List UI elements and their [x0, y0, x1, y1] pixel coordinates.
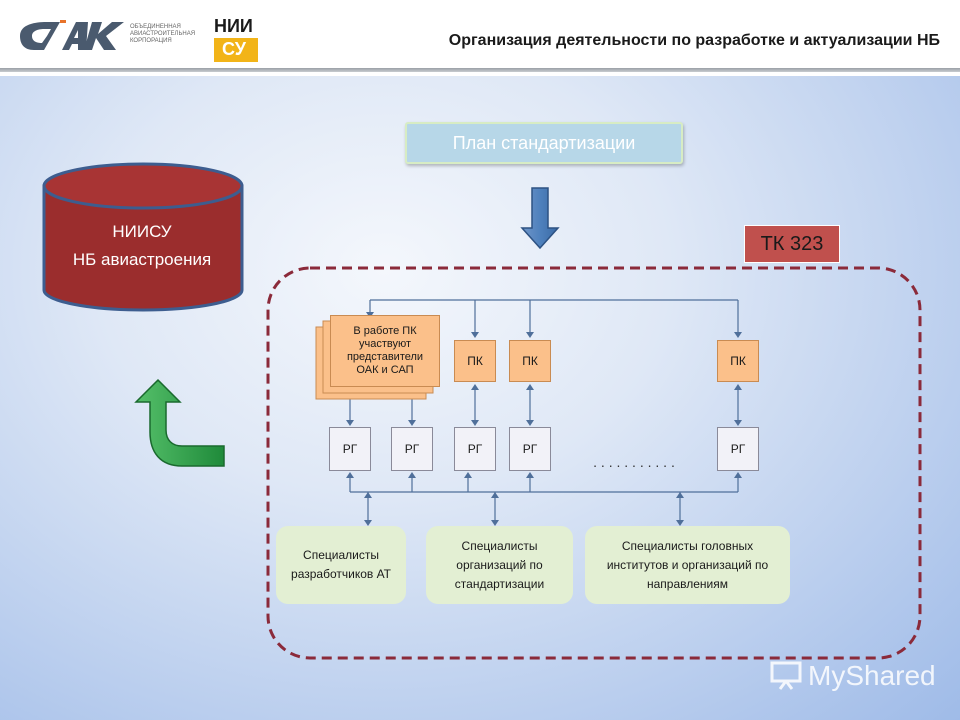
pk-box: ПК — [454, 340, 496, 382]
rg-box: РГ — [717, 427, 759, 471]
pk-box: ПК — [717, 340, 759, 382]
rg-box: РГ — [391, 427, 433, 471]
database-label-line2: НБ авиастроения — [72, 250, 212, 269]
database-label: НИИСУ НБ авиастроения — [42, 218, 242, 274]
bottom-arrowheads — [346, 472, 742, 526]
oak-logo — [16, 16, 128, 56]
arrow-down-icon — [520, 187, 560, 250]
nii-logo-block: СУ — [214, 38, 258, 62]
arrow-return-icon — [134, 378, 225, 467]
database-label-line1: НИИСУ — [112, 222, 172, 241]
database-cylinder-icon — [42, 162, 244, 312]
watermark: MyShared — [770, 658, 940, 694]
rg-box: РГ — [454, 427, 496, 471]
pk-box: ПК — [509, 340, 551, 382]
standardization-plan-box: План стандартизации — [405, 122, 683, 164]
tk-label-box: ТК 323 — [744, 225, 840, 263]
slide-header: ОБЪЕДИНЕННАЯ АВИАСТРОИТЕЛЬНАЯ КОРПОРАЦИЯ… — [0, 0, 960, 70]
specialists-institutes-box: Специалисты головных институтов и органи… — [585, 526, 790, 604]
nii-logo-text: НИИ — [214, 16, 253, 36]
tk-boundary — [266, 266, 922, 660]
nii-logo: НИИ СУ — [214, 16, 258, 62]
watermark-text: MyShared — [808, 660, 936, 691]
presentation-icon — [770, 661, 802, 690]
specialists-developers-box: Специалисты разработчиков АТ — [276, 526, 406, 604]
nii-logo-glyph: СУ — [222, 39, 246, 59]
bottom-connector-lines — [349, 474, 739, 524]
oak-logo-subtitle: ОБЪЕДИНЕННАЯ АВИАСТРОИТЕЛЬНАЯ КОРПОРАЦИЯ — [130, 24, 196, 44]
top-connector-lines — [369, 299, 739, 336]
more-rg-ellipsis: . . . . . . . . . . . — [593, 454, 675, 470]
rg-box: РГ — [509, 427, 551, 471]
header-divider — [0, 68, 960, 72]
slide-title: Организация деятельности по разработке и… — [448, 32, 940, 49]
rg-box: РГ — [329, 427, 371, 471]
specialists-standardization-box: Специалисты организаций по стандартизаци… — [426, 526, 573, 604]
pk-participants-card: В работе ПК участвуют представители ОАК … — [330, 315, 440, 387]
